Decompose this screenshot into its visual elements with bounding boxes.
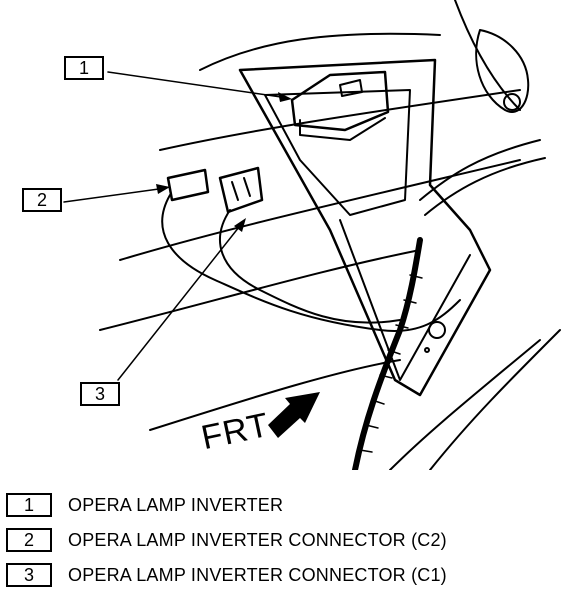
wiring-harness [419, 139, 541, 201]
connector-c1 [218, 166, 264, 214]
body-contour [99, 249, 421, 331]
callout-number: 2 [36, 189, 47, 210]
legend-number-3: 3 [6, 563, 52, 587]
callout-number: 3 [94, 383, 105, 404]
body-contour [119, 159, 521, 261]
callout-box-3: 3 [80, 382, 120, 406]
wiring-harness [161, 194, 461, 332]
wiring-harness [219, 209, 401, 324]
legend-number-1: 1 [6, 493, 52, 517]
harness-conduit [352, 237, 423, 470]
legend-row-2: 2 OPERA LAMP INVERTER CONNECTOR (C2) [6, 527, 566, 553]
wiring-harness [424, 157, 546, 216]
inverter-bracket [299, 117, 386, 141]
legend-row-3: 3 OPERA LAMP INVERTER CONNECTOR (C1) [6, 562, 566, 588]
leader-line-2 [63, 187, 167, 203]
pillar-panel [339, 219, 471, 381]
connector-c2 [166, 168, 210, 202]
body-contour [389, 339, 541, 470]
leader-arrow-1 [278, 92, 292, 102]
callout-box-1: 1 [64, 56, 104, 80]
inverter-tab [339, 79, 363, 97]
vehicle-wiring-illustration [63, 0, 561, 470]
legend-text-1: OPERA LAMP INVERTER [68, 494, 284, 515]
legend-text-2: OPERA LAMP INVERTER CONNECTOR (C2) [68, 529, 447, 550]
callout-box-2: 2 [22, 188, 62, 212]
body-contour [454, 0, 521, 111]
body-contour [149, 359, 401, 431]
harness-conduit-stripes [359, 274, 423, 453]
legend-row-1: 1 OPERA LAMP INVERTER [6, 492, 566, 518]
legend-number-2: 2 [6, 528, 52, 552]
legend: 1 OPERA LAMP INVERTER 2 OPERA LAMP INVER… [6, 492, 566, 597]
fastener [503, 93, 521, 111]
leader-line-1 [107, 71, 289, 99]
legend-text-3: OPERA LAMP INVERTER CONNECTOR (C1) [68, 564, 447, 585]
leader-line-3 [117, 221, 244, 381]
mount-hole [428, 321, 446, 339]
upper-component [475, 29, 530, 113]
callout-number: 1 [78, 57, 89, 78]
mount-hole [424, 347, 430, 353]
leader-arrow-2 [156, 184, 170, 194]
opera-lamp-inverter [290, 70, 390, 132]
front-arrow-icon [268, 392, 320, 438]
body-contour [159, 89, 521, 151]
connector-c1-pins [231, 177, 251, 201]
body-contour [199, 32, 441, 71]
leader-arrow-3 [234, 218, 246, 232]
pillar-bracket [238, 58, 492, 397]
body-contour [429, 329, 561, 470]
